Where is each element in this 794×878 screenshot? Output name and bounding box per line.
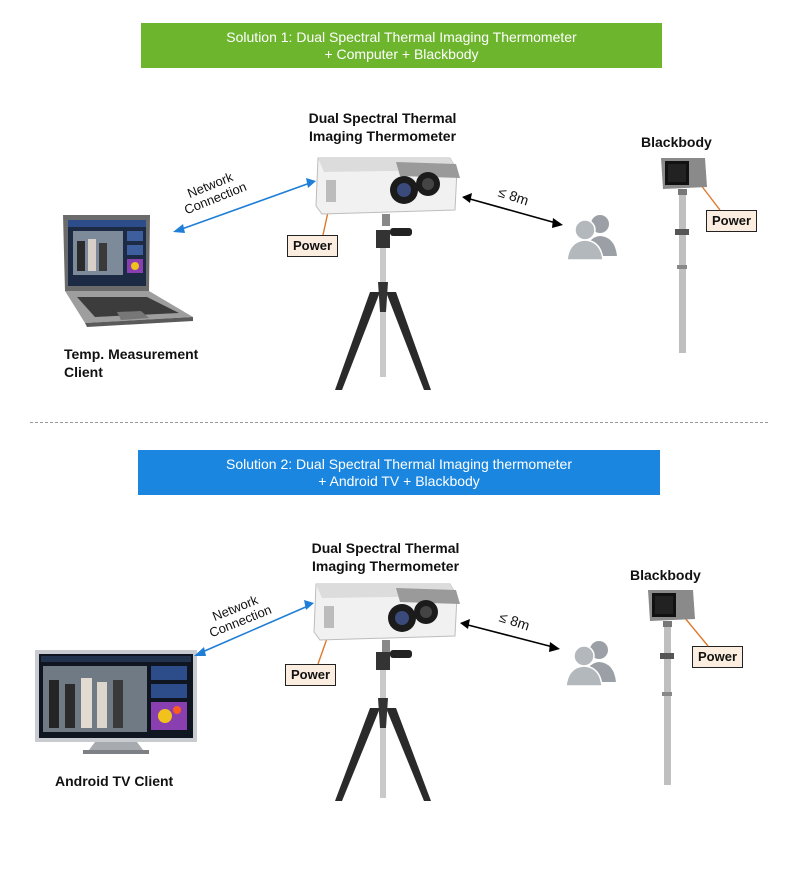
people-icon [566, 215, 617, 261]
solution1-blackbody-power-label: Power [706, 210, 758, 232]
solution1-camera-label-line1: Dual Spectral Thermal [308, 110, 457, 126]
solution2-camera-power-label: Power [285, 664, 337, 686]
solution2-banner: Solution 2: Dual Spectral Thermal Imagin… [138, 450, 660, 495]
solution2-camera-label-line2: Imaging Thermometer [311, 558, 460, 574]
solution1-banner: Solution 1: Dual Spectral Thermal Imagin… [141, 23, 662, 68]
blackbody-1-image [661, 158, 707, 353]
solution2-blackbody-label: Blackbody [630, 567, 701, 583]
solution1-camera-label: Dual Spectral Thermal Imaging Thermomete… [295, 109, 470, 145]
solution1-camera-label-line2: Imaging Thermometer [308, 128, 457, 144]
solution2-banner-line1: Solution 2: Dual Spectral Thermal Imagin… [225, 455, 572, 472]
solution1-blackbody-label: Blackbody [641, 134, 712, 150]
solution2-client-label: Android TV Client [55, 773, 174, 789]
solution2-camera-label-line1: Dual Spectral Thermal [311, 540, 460, 556]
solution1-client-line2: Client [64, 364, 103, 380]
solution1-client-label: Temp. Measurement Client [64, 345, 198, 381]
section-divider [30, 422, 768, 423]
blackbody-2-image [648, 590, 695, 785]
laptop-image [63, 215, 193, 327]
solution1-banner-line2: + Computer + Blackbody [324, 45, 479, 62]
thermal-camera-2-image [313, 583, 460, 801]
people-icon [565, 641, 616, 687]
thermal-camera-1-image [315, 157, 460, 390]
solution1-banner-line1: Solution 1: Dual Spectral Thermal Imagin… [226, 28, 577, 45]
solution2-blackbody-power-label: Power [692, 646, 744, 668]
android-tv-image [35, 650, 197, 754]
solution2-banner-line2: + Android TV + Blackbody [318, 472, 480, 489]
solution1-client-line1: Temp. Measurement [64, 346, 199, 362]
solution2-camera-label: Dual Spectral Thermal Imaging Thermomete… [298, 539, 473, 575]
solution1-camera-power-label: Power [287, 235, 339, 257]
